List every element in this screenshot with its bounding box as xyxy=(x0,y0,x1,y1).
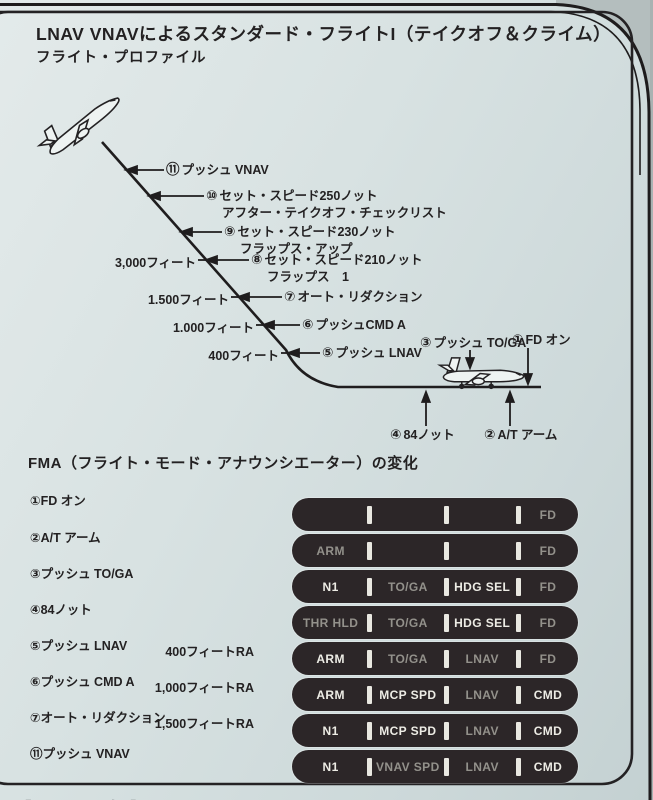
circled-number: ⑧ xyxy=(251,252,263,267)
fma-display-row: ARM MCP SPD LNAV CMD xyxy=(292,678,578,711)
fma-display-row: N1 MCP SPD LNAV CMD xyxy=(292,714,578,747)
fma-cell: ARM xyxy=(316,687,345,702)
fma-display-row: ARM FD xyxy=(292,534,578,567)
altitude-label: 1.500フィート xyxy=(147,293,229,307)
altitude-label: 400フィート xyxy=(208,349,279,363)
fma-cell: THR HLD xyxy=(302,615,359,630)
fma-heading: FMA（フライト・モード・アナウンシエーター）の変化 xyxy=(28,455,419,472)
fma-cell: CMD xyxy=(518,714,578,747)
fma-cell: N1 xyxy=(322,759,339,774)
airplane-climbing-icon xyxy=(36,97,120,155)
circled-number: ② xyxy=(484,427,496,442)
fma-cell: LNAV xyxy=(446,714,518,747)
fma-cell: TO/GA xyxy=(369,570,446,603)
fma-ra-label: 400フィートRA xyxy=(165,645,254,659)
circled-number: ⑪ xyxy=(166,162,180,177)
fma-cell: FD xyxy=(518,498,578,531)
circled-number: ⑩ xyxy=(206,188,218,203)
circled-number: ④ xyxy=(390,427,402,442)
fma-ra-label: 1,000フィートRA xyxy=(154,681,254,695)
page-title: LNAV VNAVによるスタンダード・フライトI（テイクオフ＆クライム） xyxy=(36,24,612,44)
fma-cell: VNAV SPD xyxy=(369,750,446,783)
circled-number: ⑨ xyxy=(224,224,236,239)
fma-step-label: ⑥プッシュ CMD A xyxy=(30,675,135,689)
fma-step-label: ①FD オン xyxy=(30,494,86,508)
fma-cell: LNAV xyxy=(446,750,518,783)
altitude-label: 1.000フィート xyxy=(172,321,254,335)
fma-cell: LNAV xyxy=(446,678,518,711)
circled-number: ⑤ xyxy=(322,345,334,360)
fma-cell: HDG SEL xyxy=(446,606,518,639)
fma-cell: ARM xyxy=(316,651,345,666)
next-section-cut-text: ト は xyxy=(14,786,167,800)
fma-display-row: ARM TO/GA LNAV FD xyxy=(292,642,578,675)
fma-cell: MCP SPD xyxy=(369,678,446,711)
fma-cell xyxy=(369,498,446,531)
fma-step-label: ⑪プッシュ VNAV xyxy=(30,747,130,761)
fma-cell: LNAV xyxy=(446,642,518,675)
fma-ra-label: 1,500フィートRA xyxy=(154,717,254,731)
fma-cell xyxy=(446,498,518,531)
circled-number: ③ xyxy=(420,335,432,350)
fma-display-row: N1 VNAV SPD LNAV CMD xyxy=(292,750,578,783)
fma-display-row: N1 TO/GA HDG SEL FD xyxy=(292,570,578,603)
page-subtitle: フライト・プロファイル xyxy=(36,50,207,66)
fma-display-row: THR HLD TO/GA HDG SEL FD xyxy=(292,606,578,639)
fma-cell: FD xyxy=(518,534,578,567)
fma-cell: CMD xyxy=(518,750,578,783)
circled-number: ① xyxy=(512,332,524,347)
fma-cell: FD xyxy=(518,642,578,675)
airplane-ground-icon xyxy=(437,357,525,390)
fma-cell: TO/GA xyxy=(369,642,446,675)
circled-number: ⑦ xyxy=(284,289,296,304)
fma-step-label: ②A/T アーム xyxy=(30,531,101,545)
fma-step-label: ⑦オート・リダクション xyxy=(30,711,166,725)
fma-cell: CMD xyxy=(518,678,578,711)
page-frame xyxy=(0,10,634,786)
fma-cell: N1 xyxy=(322,723,339,738)
fma-cell: TO/GA xyxy=(369,606,446,639)
fma-cell xyxy=(369,534,446,567)
fma-cell: HDG SEL xyxy=(446,570,518,603)
fma-cell: ARM xyxy=(316,543,345,558)
fma-step-label: ③プッシュ TO/GA xyxy=(30,567,134,581)
fma-step-label: ⑤プッシュ LNAV xyxy=(30,639,128,653)
fma-display-row: FD xyxy=(292,498,578,531)
fma-cell xyxy=(292,498,369,531)
fma-cell xyxy=(446,534,518,567)
fma-cell: MCP SPD xyxy=(369,714,446,747)
fma-step-label: ④84ノット xyxy=(30,603,92,617)
circled-number: ⑥ xyxy=(302,317,314,332)
fma-cell: N1 xyxy=(322,579,339,594)
altitude-label: 3,000フィート xyxy=(114,256,196,270)
fma-cell: FD xyxy=(518,570,578,603)
fma-cell: FD xyxy=(518,606,578,639)
